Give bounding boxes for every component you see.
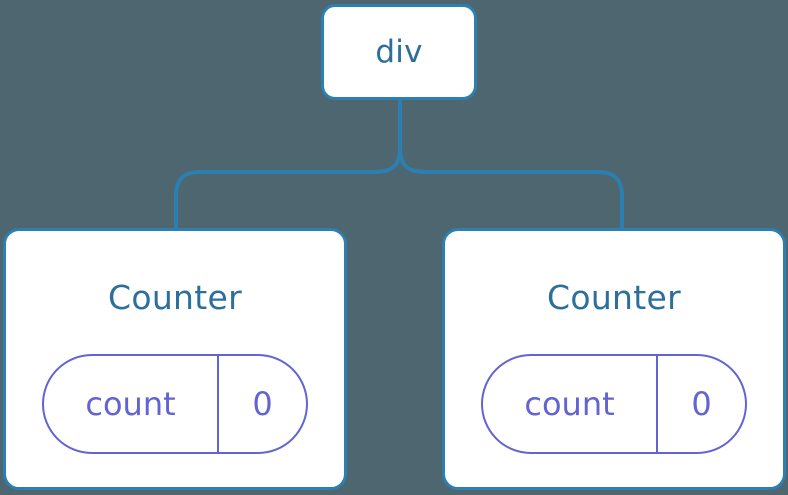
state-key-label-right: count <box>524 385 615 423</box>
state-value-label-left: 0 <box>252 385 273 423</box>
state-value-label-right: 0 <box>691 385 712 423</box>
state-pill-left[interactable]: count 0 <box>42 354 308 454</box>
state-value-cell-left: 0 <box>219 356 306 452</box>
node-counter-right-label: Counter <box>547 278 681 317</box>
node-div-label: div <box>375 33 423 70</box>
node-counter-left[interactable]: Counter count 0 <box>3 228 347 490</box>
node-div[interactable]: div <box>321 4 477 100</box>
state-pill-right[interactable]: count 0 <box>481 354 747 454</box>
node-counter-left-label: Counter <box>108 278 242 317</box>
state-value-cell-right: 0 <box>658 356 745 452</box>
state-key-label-left: count <box>85 385 176 423</box>
state-key-cell-right: count <box>483 356 658 452</box>
state-key-cell-left: count <box>44 356 219 452</box>
node-counter-right[interactable]: Counter count 0 <box>442 228 786 490</box>
